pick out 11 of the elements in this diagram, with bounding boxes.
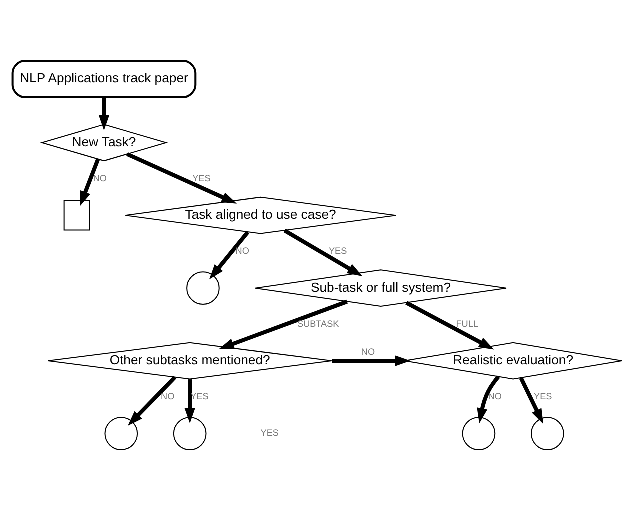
edge-label: SUBTASK xyxy=(298,318,340,328)
edge-label: NO xyxy=(93,172,107,183)
edge-label: YES xyxy=(192,172,211,183)
edge-label: YES xyxy=(328,246,348,256)
edge-label: YES xyxy=(534,391,552,402)
edge-label: NO xyxy=(488,391,502,402)
edge-label: FULL xyxy=(456,318,478,328)
edge-label: NO xyxy=(236,246,250,256)
edge-label: NO xyxy=(161,391,175,402)
edge-label: NO xyxy=(361,346,376,357)
label: YES xyxy=(260,428,279,438)
